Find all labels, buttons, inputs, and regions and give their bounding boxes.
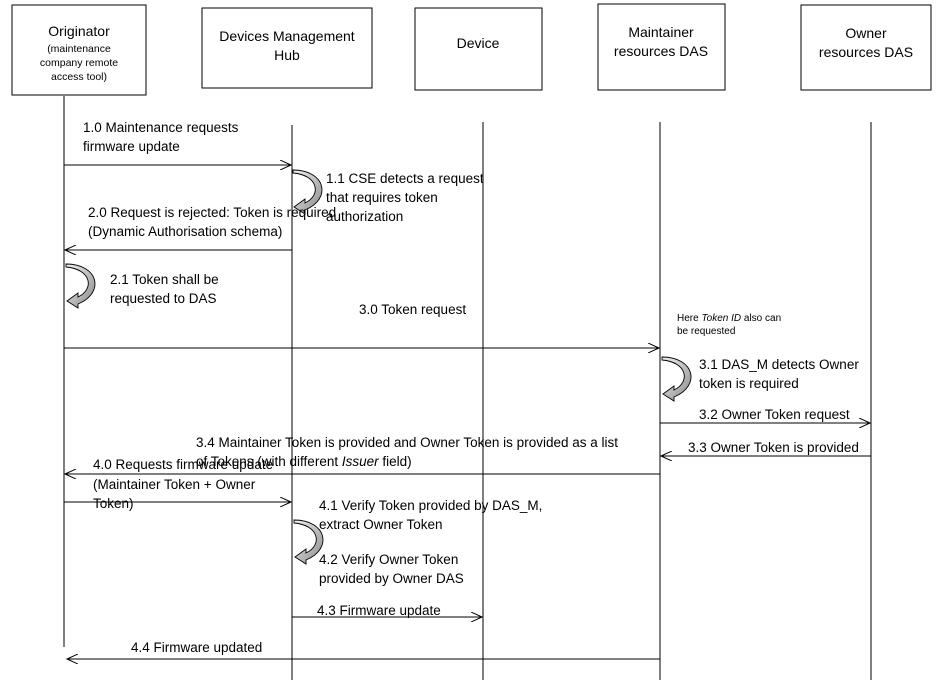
self-call-3-1-icon [661, 356, 692, 402]
msg-3-1-line1: 3.1 DAS_M detects Owner [699, 357, 859, 372]
participant-hub-title-1: Devices Management [219, 28, 355, 44]
msg-4-0-line1: 4.0 Requests firmware update [93, 457, 273, 472]
msg-1-1-line3: authorization [326, 209, 403, 224]
participant-device: Device [414, 7, 543, 91]
participant-owner-title-2: resources DAS [819, 44, 913, 60]
participant-owner-title-1: Owner [845, 25, 887, 41]
self-call-1-1-icon [292, 169, 323, 215]
msg-3-3: 3.3 Owner Token is provided [688, 440, 859, 455]
msg-3-4-line1: 3.4 Maintainer Token is provided and Own… [196, 435, 618, 450]
participant-originator-subtitle-3: access tool) [51, 71, 107, 83]
msg-4-1-line1: 4.1 Verify Token provided by DAS_M, [319, 498, 542, 513]
msg-1-1-line1: 1.1 CSE detects a request [326, 171, 484, 186]
msg-3-4-line2: of Tokens (with different Issuer field) [196, 454, 412, 469]
self-call-4-2-icon [293, 519, 324, 565]
self-call-2-1-icon [65, 263, 96, 309]
participant-owner: Owner resources DAS [800, 4, 932, 91]
participant-originator: Originator (maintenance company remote a… [11, 4, 147, 96]
msg-3-1-line2: token is required [699, 376, 799, 391]
msg-4-0-line3: Token) [93, 496, 134, 511]
participant-device-title: Device [457, 35, 500, 51]
participant-originator-title: Originator [48, 23, 110, 39]
msg-1-1-line2: that requires token [326, 190, 438, 205]
msg-4-3: 4.3 Firmware update [317, 603, 441, 618]
msg-3-2: 3.2 Owner Token request [699, 407, 850, 422]
participant-originator-subtitle-1: (maintenance [47, 43, 111, 55]
msg-2-1-line2: requested to DAS [110, 291, 217, 306]
msg-4-2-line1: 4.2 Verify Owner Token [319, 552, 458, 567]
participant-maintainer-title-2: resources DAS [614, 43, 708, 59]
msg-4-1-line2: extract Owner Token [319, 517, 443, 532]
msg-1-0-line2: firmware update [83, 139, 180, 154]
participant-maintainer-title-1: Maintainer [628, 24, 694, 40]
msg-4-4: 4.4 Firmware updated [131, 640, 262, 655]
msg-4-2-line2: provided by Owner DAS [319, 571, 464, 586]
participant-hub: Devices Management Hub [201, 7, 373, 89]
msg-3-0: 3.0 Token request [359, 302, 466, 317]
msg-1-0-line1: 1.0 Maintenance requests [83, 120, 239, 135]
msg-4-0-line2: (Maintainer Token + Owner [93, 477, 256, 492]
msg-2-1-line1: 2.1 Token shall be [110, 272, 219, 287]
msg-2-0-line1: 2.0 Request is rejected: Token is requir… [88, 205, 336, 220]
note-token-id-line1: Here Token ID also can [677, 313, 781, 324]
participant-maintainer: Maintainer resources DAS [597, 3, 726, 91]
participant-originator-subtitle-2: company remote [40, 57, 118, 69]
msg-2-0-line2: (Dynamic Authorisation schema) [88, 224, 282, 239]
note-token-id-line2: be requested [677, 326, 735, 337]
participant-hub-title-2: Hub [274, 47, 300, 63]
